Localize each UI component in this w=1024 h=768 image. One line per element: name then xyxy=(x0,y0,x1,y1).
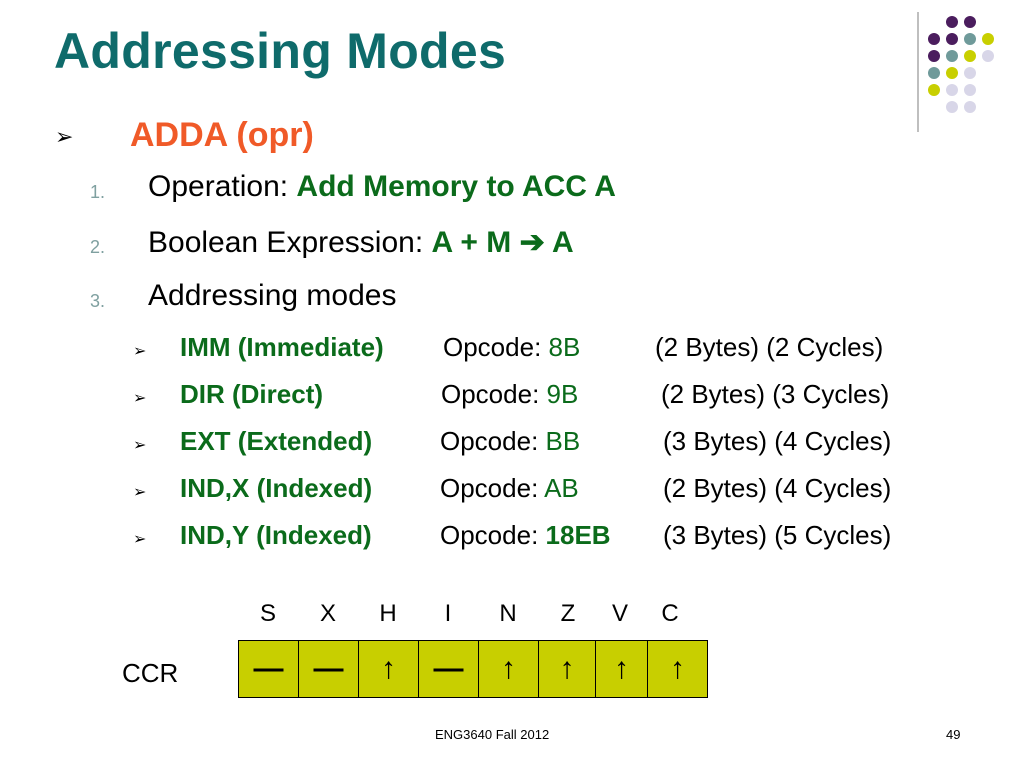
instruction-bullet: ➢ ADDA (opr) xyxy=(55,114,655,158)
decorative-dot xyxy=(946,50,958,62)
opcode: Opcode: 9B xyxy=(441,379,578,410)
opcode-value: 8B xyxy=(548,332,581,362)
opcode-value: AB xyxy=(544,473,579,503)
mode-row-indy: ➢ IND,Y (Indexed) Opcode: 18EB (3 Bytes)… xyxy=(133,520,963,560)
mode-row-dir: ➢ DIR (Direct) Opcode: 9B (2 Bytes) (3 C… xyxy=(133,379,963,419)
decorative-dot xyxy=(946,33,958,45)
item-number: 3. xyxy=(90,291,106,311)
opcode: Opcode: 18EB xyxy=(440,520,611,551)
ccr-cell-v: ↑ xyxy=(596,641,648,697)
ccr-flag-z: Z xyxy=(560,600,576,627)
mode-name: IND,Y (Indexed) xyxy=(180,520,372,550)
decorative-dot xyxy=(928,67,940,79)
mode-info: (2 Bytes) (4 Cycles) xyxy=(663,473,892,503)
item-value: Add Memory to ACC A xyxy=(296,170,616,203)
ccr-flag-h: H xyxy=(379,600,397,627)
ccr-flag-v: V xyxy=(611,600,629,627)
ccr-label: CCR xyxy=(122,658,179,688)
mode-info: (3 Bytes) (4 Cycles) xyxy=(663,426,892,456)
opcode: Opcode: BB xyxy=(440,426,580,457)
item-label: Boolean Expression: xyxy=(148,226,432,259)
opcode-value: BB xyxy=(545,426,581,456)
bullet-arrow-icon: ➢ xyxy=(133,484,147,501)
mode-name: EXT (Extended) xyxy=(180,426,373,456)
item-number: 2. xyxy=(90,237,106,257)
decorative-dot xyxy=(928,50,940,62)
slide-title: Addressing Modes xyxy=(54,23,507,79)
decorative-dot xyxy=(946,67,958,79)
item-value: A + M ➔ A xyxy=(431,226,574,259)
ccr-flag-s: S xyxy=(259,600,277,627)
opcode: Opcode: AB xyxy=(440,473,579,504)
ccr-cell-n: ↑ xyxy=(479,641,539,697)
decorative-dot-grid xyxy=(928,16,1018,128)
numbered-item-boolean: 2. Boolean Expression: A + M ➔ A xyxy=(90,225,890,269)
bullet-arrow-icon: ➢ xyxy=(133,390,147,407)
bullet-arrow-icon: ➢ xyxy=(55,124,74,149)
bullet-arrow-icon: ➢ xyxy=(133,343,147,360)
footer-course: ENG3640 Fall 2012 xyxy=(435,727,550,742)
decorative-dot xyxy=(928,33,940,45)
decorative-dot xyxy=(964,33,976,45)
numbered-item-operation: 1. Operation: Add Memory to ACC A xyxy=(90,170,890,214)
ccr-flag-names: S X H I N Z V C xyxy=(0,600,1024,630)
ccr-cell-z: ↑ xyxy=(539,641,596,697)
mode-name: IMM (Immediate) xyxy=(180,332,384,362)
item-label: Addressing modes xyxy=(148,279,397,312)
mode-info: (2 Bytes) (3 Cycles) xyxy=(661,379,890,409)
ccr-cell-s: — xyxy=(239,641,299,697)
item-text: Boolean Expression: A + M ➔ A xyxy=(148,225,574,260)
decorative-dot xyxy=(946,16,958,28)
mode-row-ext: ➢ EXT (Extended) Opcode: BB (3 Bytes) (4… xyxy=(133,426,963,466)
decorative-dot xyxy=(964,67,976,79)
item-text: Operation: Add Memory to ACC A xyxy=(148,170,616,204)
mode-name: IND,X (Indexed) xyxy=(180,473,373,503)
ccr-flag-n: N xyxy=(499,600,517,627)
opcode-label: Opcode: xyxy=(443,332,542,362)
decorative-dot xyxy=(964,84,976,96)
decorative-dot xyxy=(982,33,994,45)
mode-row-indx: ➢ IND,X (Indexed) Opcode: AB (2 Bytes) (… xyxy=(133,473,963,513)
ccr-cell-x: — xyxy=(299,641,359,697)
item-label: Operation: xyxy=(148,170,297,203)
opcode-label: Opcode: xyxy=(440,520,539,550)
opcode-label: Opcode: xyxy=(440,426,539,456)
opcode-label: Opcode: xyxy=(440,473,539,503)
ccr-flag-c: C xyxy=(661,600,679,627)
bullet-arrow-icon: ➢ xyxy=(133,437,147,454)
instruction-name: ADDA (opr) xyxy=(130,116,314,154)
mode-info: (3 Bytes) (5 Cycles) xyxy=(663,520,892,550)
mode-info: (2 Bytes) (2 Cycles) xyxy=(655,332,884,362)
ccr-flag-i: I xyxy=(444,600,452,627)
opcode-label: Opcode: xyxy=(441,379,540,409)
decorative-dot xyxy=(964,50,976,62)
numbered-item-modes: 3. Addressing modes xyxy=(90,279,890,323)
bullet-arrow-icon: ➢ xyxy=(133,531,147,548)
item-text: Addressing modes xyxy=(148,279,396,313)
ccr-cell-i: — xyxy=(419,641,479,697)
decorative-dot xyxy=(928,84,940,96)
opcode: Opcode: 8B xyxy=(443,332,580,363)
decorative-dot xyxy=(964,16,976,28)
opcode-value: 18EB xyxy=(545,520,611,550)
ccr-cell-h: ↑ xyxy=(359,641,419,697)
decorative-dot xyxy=(946,84,958,96)
item-number: 1. xyxy=(90,182,106,202)
mode-row-imm: ➢ IMM (Immediate) Opcode: 8B (2 Bytes) (… xyxy=(133,332,963,372)
decorative-dot xyxy=(982,50,994,62)
opcode-value: 9B xyxy=(546,379,579,409)
decorative-dot xyxy=(946,101,958,113)
ccr-cell-c: ↑ xyxy=(670,652,685,685)
mode-name: DIR (Direct) xyxy=(180,379,324,409)
footer-page-number: 49 xyxy=(946,727,961,742)
ccr-flag-x: X xyxy=(319,600,337,627)
ccr-register-table: — — ↑ — ↑ ↑ ↑ ↑ xyxy=(238,640,708,698)
decorative-divider xyxy=(917,12,919,132)
decorative-dot xyxy=(964,101,976,113)
